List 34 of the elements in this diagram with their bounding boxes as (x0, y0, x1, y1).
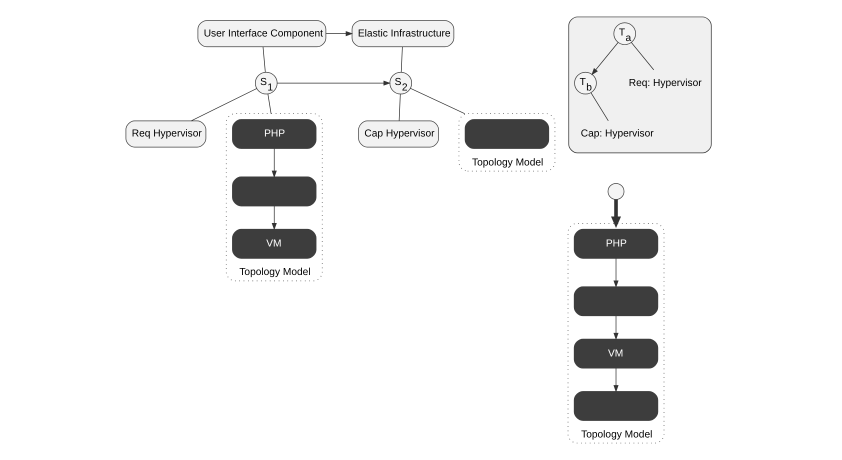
arrow (271, 206, 276, 230)
arrow (612, 368, 618, 392)
node-box: VM (573, 338, 658, 369)
connector (590, 92, 608, 122)
connector (267, 94, 271, 114)
arrow (612, 258, 618, 288)
node-box: User Interface Component (197, 20, 326, 48)
node-text: Req: Hypervisor (628, 78, 702, 89)
node-box (232, 176, 316, 206)
arrow (610, 199, 621, 228)
cluster (568, 16, 712, 154)
cluster: Topology Model (458, 113, 555, 172)
node-box (573, 286, 658, 316)
connector (410, 88, 465, 114)
node-box: VM (232, 228, 316, 259)
arrow (276, 80, 390, 86)
arrow (271, 148, 276, 178)
node-box: PHP (573, 228, 658, 259)
node-text: Cap: Hypervisor (580, 128, 654, 140)
connector (400, 46, 402, 72)
node-box: Elastic Infrastructure (351, 20, 454, 48)
connector (398, 94, 400, 121)
node-box (573, 391, 658, 421)
connector (190, 88, 256, 122)
arrow (325, 31, 352, 36)
connector (262, 46, 266, 72)
arrow (590, 42, 618, 76)
node-box: Cap Hypervisor (358, 120, 438, 148)
node-box: PHP (232, 119, 316, 149)
connector (630, 42, 654, 70)
node-box: Req Hypervisor (125, 120, 206, 148)
node-circle (607, 183, 624, 200)
node-box (464, 119, 549, 149)
arrow (612, 316, 618, 340)
